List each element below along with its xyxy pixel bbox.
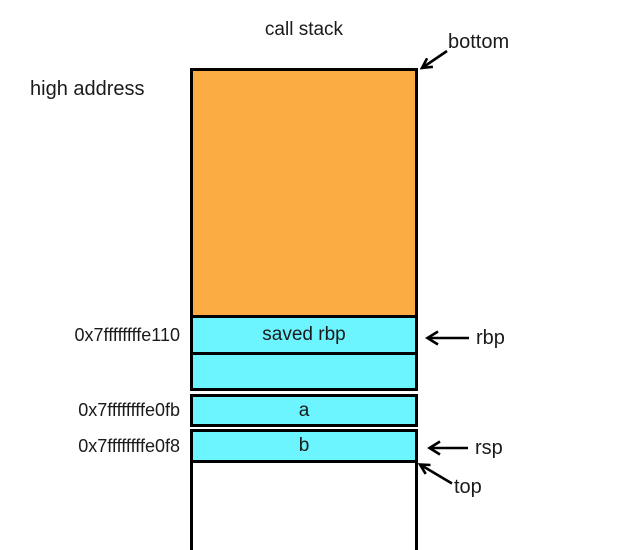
stack-free-space <box>190 463 418 550</box>
stack-frame-block <box>190 68 418 318</box>
address-var-a: 0x7ffffffffe0fb <box>78 400 180 420</box>
top-arrow <box>417 463 453 485</box>
stack-row-var-b: b <box>190 429 418 463</box>
rbp-label: rbp <box>476 327 505 349</box>
address-saved-rbp: 0x7ffffffffe110 <box>74 325 180 345</box>
stack-row-saved-rbp: saved rbp <box>190 315 418 355</box>
top-label: top <box>454 476 482 498</box>
diagram-title: call stack <box>264 19 344 40</box>
saved-rbp-label: saved rbp <box>262 324 346 345</box>
bottom-label: bottom <box>448 31 510 53</box>
high-address-label: high address <box>30 78 145 100</box>
bottom-arrow <box>419 49 448 70</box>
rsp-arrow <box>427 440 468 456</box>
rbp-arrow <box>425 330 469 346</box>
stack-row-var-a: a <box>190 394 418 427</box>
address-var-b: 0x7ffffffffe0f8 <box>78 436 180 456</box>
stack-row-empty <box>190 352 418 391</box>
rsp-label: rsp <box>475 437 503 459</box>
var-b-label: b <box>298 435 310 456</box>
var-a-label: a <box>298 399 310 421</box>
